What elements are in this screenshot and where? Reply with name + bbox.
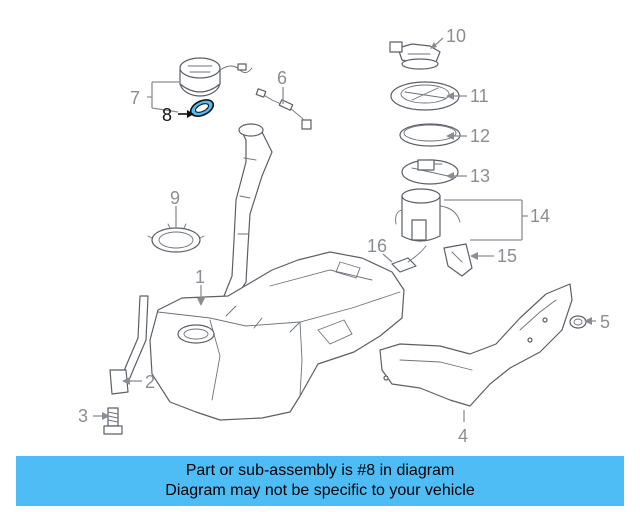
callout-1: 1 — [195, 267, 205, 287]
callout-12: 12 — [470, 126, 490, 146]
pump-flange-part-11 — [390, 81, 460, 111]
callout-14: 14 — [530, 206, 550, 226]
callout-10: 10 — [446, 26, 466, 46]
fuel-tank-part-1 — [149, 251, 405, 421]
callout-2: 2 — [145, 372, 155, 392]
fuel-cap-part-7 — [179, 57, 253, 97]
leader-lines — [93, 37, 596, 422]
callout-15: 15 — [497, 246, 517, 266]
filler-neck — [223, 123, 273, 299]
bracket-part-15 — [443, 243, 473, 277]
callout-labels: 1 2 3 4 5 6 7 8 9 10 11 12 13 14 15 16 — [78, 26, 610, 446]
bolt-part-3 — [103, 407, 123, 435]
callout-4: 4 — [458, 426, 468, 446]
callout-16: 16 — [367, 236, 387, 256]
seal-ring-part-8 — [189, 99, 215, 117]
connector-part-16 — [391, 245, 427, 273]
callout-7: 7 — [130, 88, 140, 108]
callout-11: 11 — [470, 86, 489, 106]
fuel-pump-part-14 — [395, 188, 461, 242]
callout-13: 13 — [470, 166, 490, 186]
callout-6: 6 — [277, 68, 287, 88]
callout-9: 9 — [170, 188, 180, 208]
banner-part-text: Part or sub-assembly is #8 in diagram — [185, 462, 455, 479]
callout-5: 5 — [600, 312, 610, 332]
pump-module-part-13 — [401, 159, 459, 185]
lock-ring-part-12 — [399, 123, 461, 147]
connector-part-10 — [389, 41, 441, 70]
callout-8: 8 — [162, 105, 172, 125]
grommet-part-5 — [569, 315, 587, 329]
banner-disclaimer-text: Diagram may not be specific to your vehi… — [165, 482, 475, 499]
heat-shield-part-4 — [379, 283, 573, 407]
info-banner: Part or sub-assembly is #8 in diagram Di… — [16, 456, 624, 506]
parts-diagram: 1 2 3 4 5 6 7 8 9 10 11 12 13 14 15 16 — [78, 26, 610, 446]
retaining-ring-part-9 — [147, 223, 205, 253]
strap-part-2 — [109, 295, 149, 395]
callout-3: 3 — [78, 406, 88, 426]
